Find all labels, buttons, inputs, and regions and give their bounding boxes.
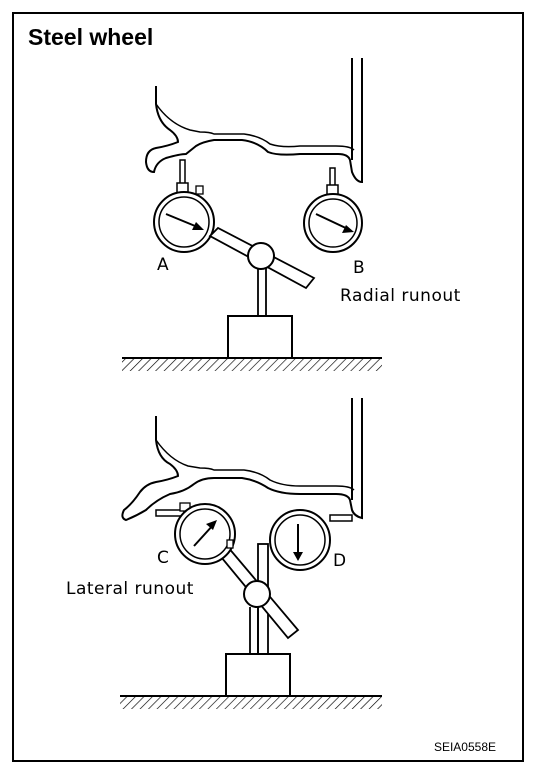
gauge-label-b: B bbox=[353, 258, 365, 278]
dial-gauge-d bbox=[269, 509, 331, 571]
lateral-runout-diagram bbox=[120, 398, 382, 709]
dial-gauge-c bbox=[174, 503, 236, 565]
magnetic-base-top bbox=[227, 315, 293, 359]
arm-joint-bottom bbox=[243, 580, 271, 608]
dial-gauge-b bbox=[303, 167, 363, 253]
gauge-label-c: C bbox=[157, 548, 169, 568]
ground-hatch-bottom bbox=[120, 696, 382, 709]
wheel-rim-profile-top bbox=[144, 58, 363, 184]
figure-title: Steel wheel bbox=[28, 24, 154, 50]
ground-hatch-top bbox=[122, 358, 382, 371]
radial-runout-caption: Radial runout bbox=[340, 286, 461, 306]
dial-gauge-a bbox=[153, 159, 215, 253]
radial-runout-diagram bbox=[122, 58, 382, 371]
figure-code: SEIA0558E bbox=[433, 740, 496, 754]
magnetic-base-bottom bbox=[225, 653, 291, 697]
lateral-runout-caption: Lateral runout bbox=[66, 579, 194, 599]
wheel-rim-profile-bottom bbox=[121, 398, 363, 522]
gauge-label-a: A bbox=[157, 255, 169, 275]
gauge-label-d: D bbox=[333, 551, 347, 571]
arm-joint-top bbox=[247, 242, 275, 270]
figure-frame bbox=[12, 12, 524, 762]
